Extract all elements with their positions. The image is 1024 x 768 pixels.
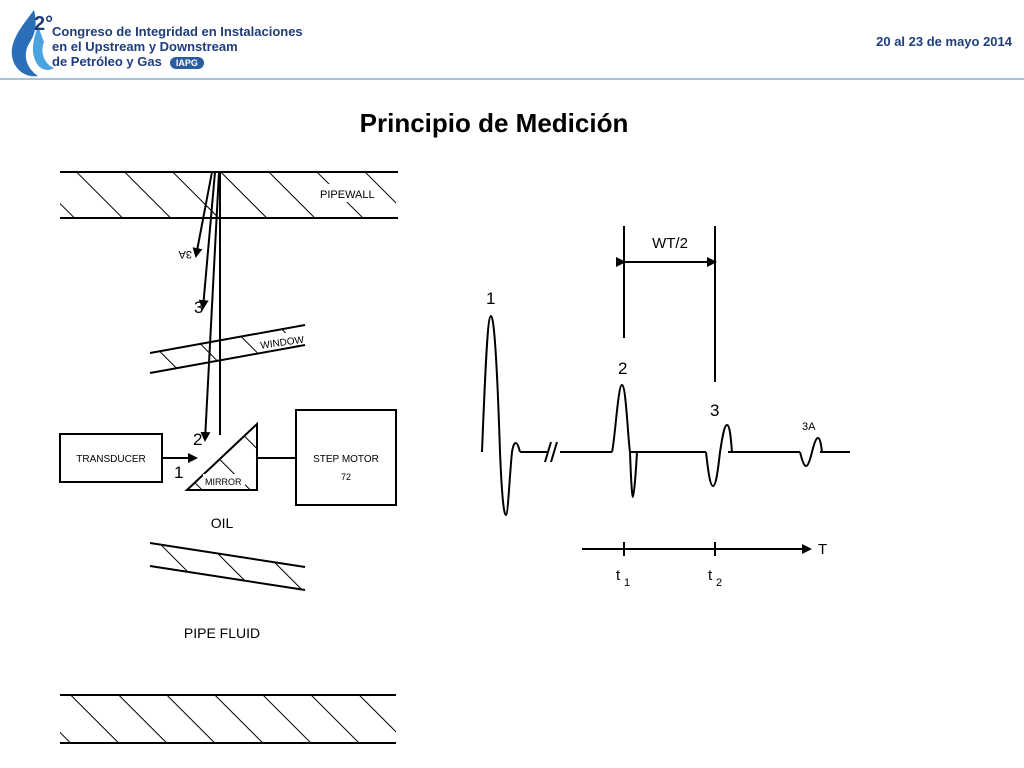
measurement-diagram: PIPEWALL WINDOW 3A 3 2 1 TRANSDUCER MIRR… (59, 171, 850, 744)
step-motor-sub-label: 72 (341, 472, 351, 482)
pipe-fluid-label: PIPE FLUID (184, 625, 260, 641)
header: 2° Congreso de Integridad en Instalacion… (0, 0, 1024, 80)
org-line-2: en el Upstream y Downstream (52, 39, 238, 54)
peak-2-pulse (611, 383, 638, 499)
logo-number: 2° (34, 13, 53, 35)
peak-3-label: 3 (710, 401, 719, 420)
peak-3a-pulse (799, 436, 823, 468)
header-divider (0, 78, 1024, 80)
path-1-label: 1 (174, 463, 183, 482)
peak-1-label: 1 (486, 289, 495, 308)
time-axis: T t 1 t 2 (582, 541, 827, 589)
waveform: WT/2 1 2 3 3A (481, 226, 850, 517)
path-3a-label: 3A (178, 248, 192, 260)
iapg-badge: IAPG (169, 56, 204, 69)
path-3-label: 3 (194, 298, 203, 317)
window: WINDOW (149, 324, 305, 374)
oil-label: OIL (211, 515, 234, 531)
peak-3a-label: 3A (802, 421, 816, 433)
pipewall-top: PIPEWALL (60, 171, 398, 219)
beam-paths: 3A 3 2 1 (162, 171, 221, 482)
org-line-1: Congreso de Integridad en Instalaciones (52, 24, 303, 39)
pipewall-bottom (60, 694, 396, 744)
t1-subscript: 1 (624, 577, 630, 589)
transducer-label: TRANSDUCER (76, 454, 145, 465)
peak-1-pulse (481, 314, 521, 517)
mirror-label: MIRROR (205, 477, 242, 487)
peak-3-pulse (705, 423, 733, 488)
page-title: Principio de Medición (359, 108, 629, 138)
step-motor-label: STEP MOTOR (313, 454, 379, 465)
time-axis-label: T (818, 541, 827, 558)
t1-label: t (616, 567, 621, 584)
pipewall-label: PIPEWALL (320, 189, 375, 201)
t2-subscript: 2 (716, 577, 722, 589)
peak-2-label: 2 (618, 359, 627, 378)
lower-wedge (149, 542, 306, 591)
step-motor: STEP MOTOR 72 (295, 409, 397, 506)
org-line-3: de Petróleo y Gas (52, 54, 162, 69)
path-2-label: 2 (193, 430, 202, 449)
wt-label: WT/2 (652, 235, 688, 252)
org-name: Congreso de Integridad en Instalaciones … (52, 24, 303, 69)
mirror: MIRROR (184, 421, 296, 491)
congress-logo-icon: 2° (11, 10, 54, 77)
transducer: TRANSDUCER (59, 433, 163, 483)
t2-label: t (708, 567, 713, 584)
event-date: 20 al 23 de mayo 2014 (876, 34, 1012, 49)
